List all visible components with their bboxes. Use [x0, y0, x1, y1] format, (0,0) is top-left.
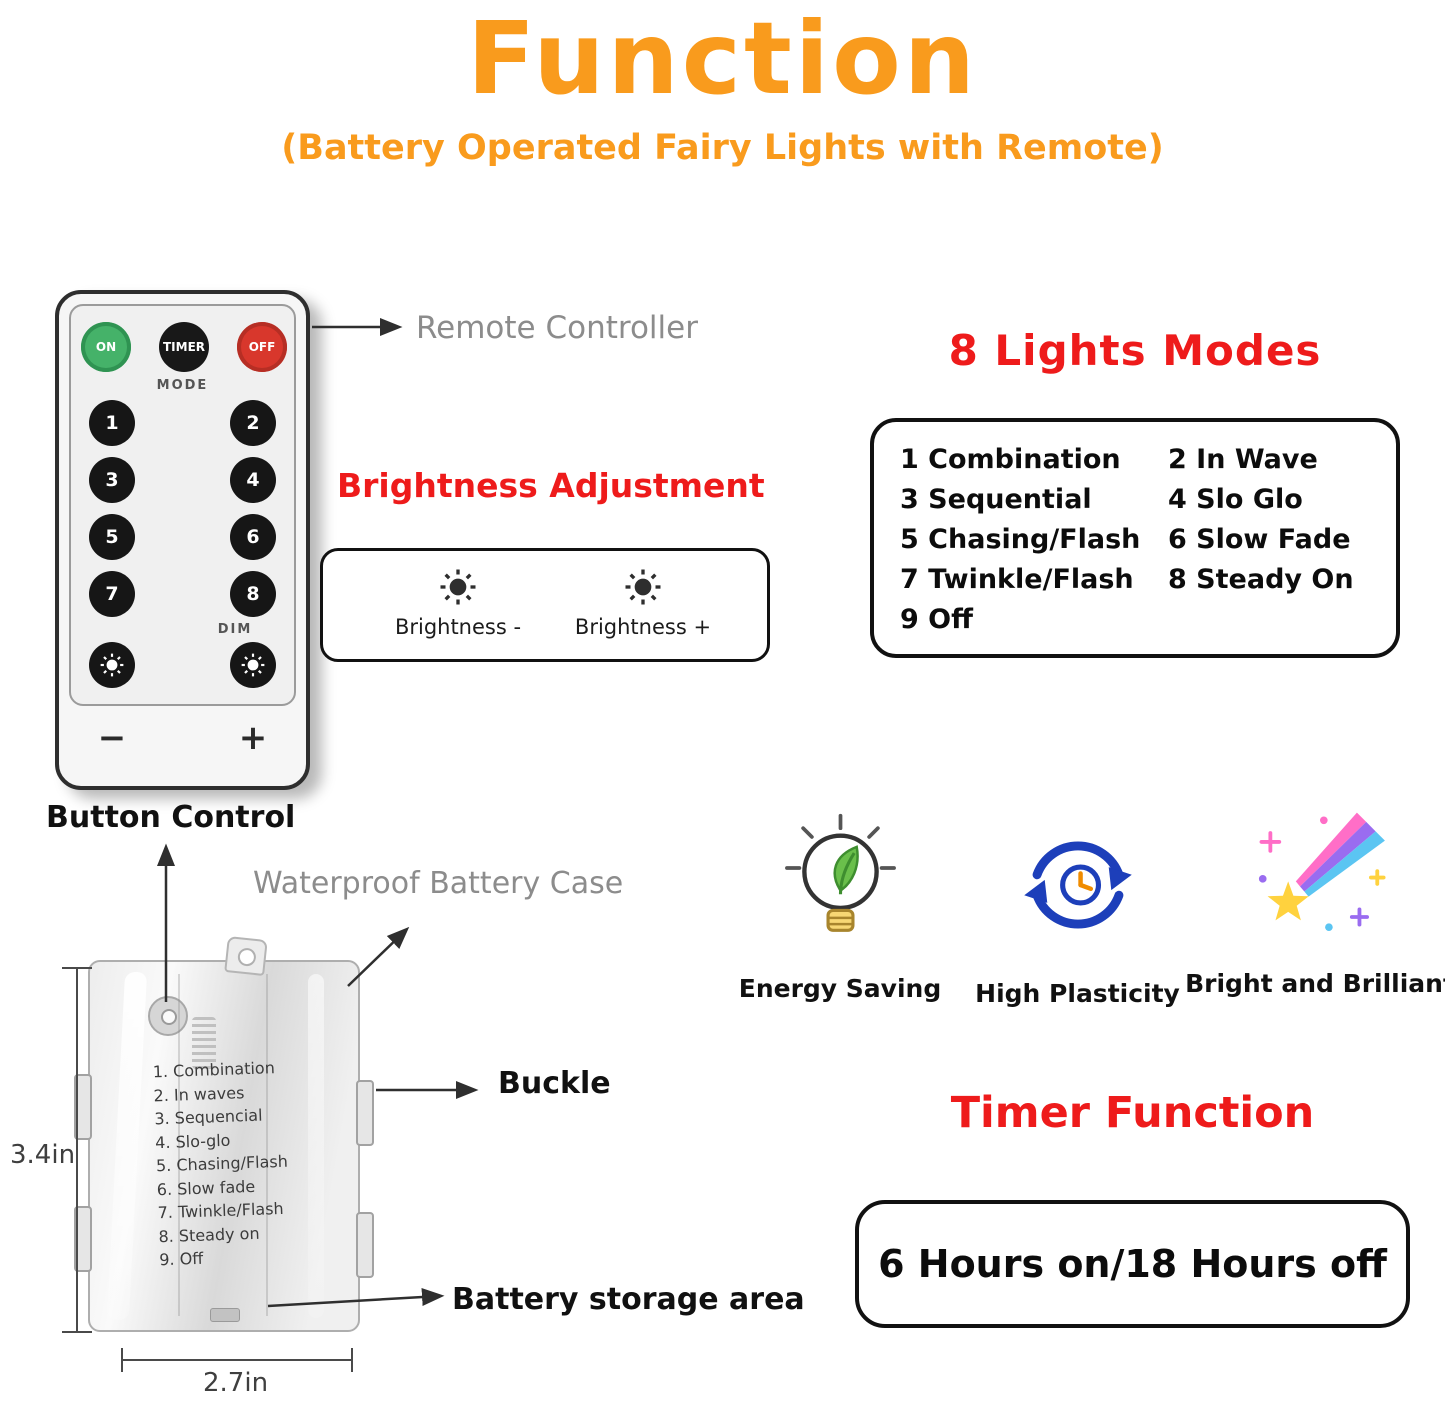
feature-bright-brilliant: Bright and Brilliant [1185, 795, 1445, 998]
case-mode-line: 5. Chasing/Flash [155, 1151, 289, 1176]
mode-item: 5 Chasing/Flash [900, 524, 1141, 555]
case-battery-spring [192, 1017, 216, 1069]
brightness-heading: Brightness Adjustment [337, 466, 765, 505]
remote-dim-minus-button [89, 642, 135, 688]
remote-mode-button-8: 8 [230, 571, 276, 617]
page-subtitle: (Battery Operated Fairy Lights with Remo… [281, 128, 1164, 168]
mode-item: 8 Steady On [1168, 564, 1354, 595]
recycle-clock-icon [1014, 805, 1142, 965]
case-mode-line: 7. Twinkle/Flash [157, 1198, 284, 1223]
timer-function-box: 6 Hours on/18 Hours off [855, 1200, 1410, 1328]
feature-label: Energy Saving [738, 974, 942, 1003]
page-title: Function [467, 0, 978, 117]
remote-mode-button-5: 5 [89, 514, 135, 560]
case-port [210, 1308, 240, 1322]
remote-on-button: ON [81, 322, 131, 372]
case-mode-line: 9. Off [158, 1248, 204, 1270]
remote-mode-button-7: 7 [89, 571, 135, 617]
case-divider [266, 974, 268, 1316]
brightness-plus-item: Brightness + [568, 567, 718, 639]
case-shine [106, 972, 148, 1320]
mode-item: 6 Slow Fade [1168, 524, 1351, 555]
sun-icon [100, 653, 124, 677]
dim-minus-sign: − [97, 718, 127, 758]
feature-energy-saving: Energy Saving [739, 800, 941, 1003]
remote-mode-button-1: 1 [89, 400, 135, 446]
mode-item: 9 Off [900, 604, 974, 635]
sun-icon [241, 653, 265, 677]
case-buckle-tab [74, 1074, 92, 1140]
height-dimension-value: 3.4in [10, 1140, 76, 1170]
brightness-minus-label: Brightness - [394, 615, 522, 639]
remote-off-button: OFF [237, 322, 287, 372]
buckle-label: Buckle [498, 1066, 611, 1101]
bulb-leaf-icon [778, 800, 903, 960]
mode-item: 1 Combination [900, 444, 1121, 475]
sun-icon [438, 567, 478, 607]
timer-function-value: 6 Hours on/18 Hours off [878, 1242, 1387, 1286]
light-modes-grid: 1 Combination 2 In Wave 3 Sequential 4 S… [900, 440, 1370, 640]
remote-timer-button: TIMER [159, 322, 209, 372]
brightness-plus-label: Brightness + [574, 615, 712, 639]
mode-item: 4 Slo Glo [1168, 484, 1303, 515]
sun-icon [623, 567, 663, 607]
feature-label: Bright and Brilliant [1185, 969, 1445, 998]
case-buckle-tab [74, 1206, 92, 1272]
case-shine [308, 974, 324, 1318]
case-grommet [148, 996, 188, 1036]
battery-storage-label: Battery storage area [452, 1282, 805, 1317]
brightness-box: Brightness - Brightness + [320, 548, 770, 662]
mode-item: 7 Twinkle/Flash [900, 564, 1134, 595]
remote-controller-label: Remote Controller [416, 310, 698, 346]
battery-case-illustration: 1. Combination 2. In waves 3. Sequencial… [74, 936, 374, 1332]
feature-label: High Plasticity [975, 979, 1180, 1008]
dim-plus-sign: + [238, 718, 268, 758]
case-printed-modes-list: 1. Combination 2. In waves 3. Sequencial… [152, 1056, 291, 1272]
light-modes-heading: 8 Lights Modes [948, 326, 1322, 375]
case-divider [178, 974, 180, 1316]
shooting-star-icon [1250, 795, 1390, 955]
remote-button-panel: ON TIMER OFF MODE 1 2 3 4 5 6 7 8 DIM [69, 304, 296, 706]
brightness-minus-item: Brightness - [383, 567, 533, 639]
on-button-label: ON [95, 340, 117, 354]
mode-item: 2 In Wave [1168, 444, 1318, 475]
remote-mode-button-2: 2 [230, 400, 276, 446]
light-modes-box: 1 Combination 2 In Wave 3 Sequential 4 S… [870, 418, 1400, 658]
timer-button-label: TIMER [162, 340, 206, 354]
timer-function-heading: Timer Function [950, 1088, 1315, 1138]
feature-high-plasticity: High Plasticity [975, 805, 1180, 1008]
case-mode-line: 1. Combination [152, 1058, 276, 1082]
remote-mode-button-4: 4 [230, 457, 276, 503]
mode-item: 3 Sequential [900, 484, 1092, 515]
case-hanging-loop [224, 936, 268, 976]
remote-dim-plus-button [230, 642, 276, 688]
button-control-label: Button Control [46, 800, 296, 835]
remote-mode-button-3: 3 [89, 457, 135, 503]
width-dimension-value: 2.7in [203, 1368, 269, 1398]
mode-section-label: MODE [156, 378, 209, 393]
waterproof-battery-case-label: Waterproof Battery Case [253, 866, 624, 901]
remote-mode-button-6: 6 [230, 514, 276, 560]
case-buckle-tab [356, 1080, 374, 1146]
off-button-label: OFF [248, 340, 276, 354]
remote-controller-illustration: ON TIMER OFF MODE 1 2 3 4 5 6 7 8 DIM [55, 290, 310, 790]
dim-section-label: DIM [217, 622, 253, 637]
case-buckle-tab [356, 1212, 374, 1278]
